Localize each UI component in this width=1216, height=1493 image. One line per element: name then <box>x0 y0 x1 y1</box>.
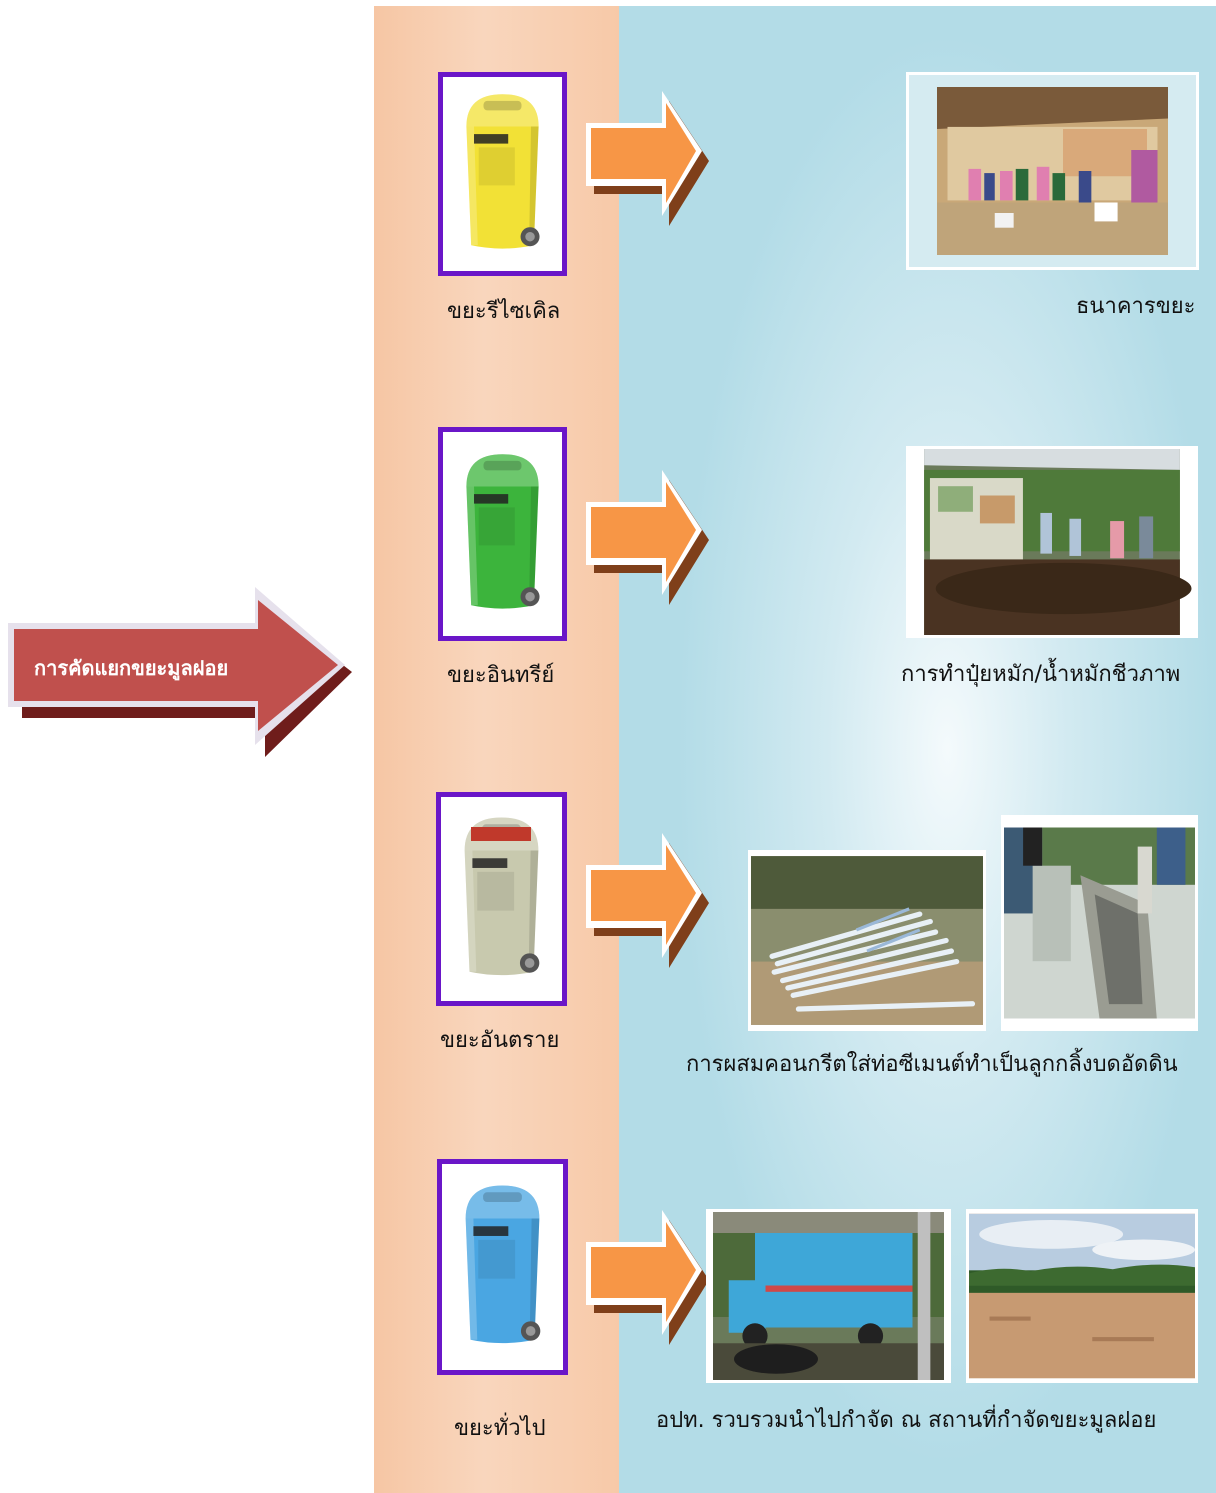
disposal-site-photo <box>966 1209 1198 1383</box>
flow-arrow-4 <box>586 1210 709 1345</box>
general-bin-frame <box>437 1159 568 1375</box>
flow-arrow-3 <box>586 833 709 968</box>
bin-label-general: ขยะทั่วไป <box>454 1416 546 1441</box>
recycle-bin-frame <box>438 72 567 276</box>
flow-arrow-1 <box>586 91 709 226</box>
organic-bin-frame <box>438 427 567 641</box>
result-label-concrete-roller: การผสมคอนกรีตใส่ท่อซีเมนต์ทำเป็นลูกกลิ้ง… <box>686 1052 1178 1077</box>
hazardous-bin-frame <box>436 792 567 1006</box>
recycle-bin-icon <box>466 94 540 249</box>
roller-mold-photo <box>1001 815 1198 1031</box>
waste-bank-photo <box>906 72 1199 270</box>
result-label-disposal: อปท. รวบรวมนำไปกำจัด ณ สถานที่กำจัดขยะมู… <box>656 1408 1157 1433</box>
flow-arrow-2 <box>586 470 709 605</box>
tubes-photo <box>748 850 986 1031</box>
bin-label-organic: ขยะอินทรีย์ <box>447 663 555 688</box>
result-label-compost: การทำปุ๋ยหมัก/น้ำหมักชีวภาพ <box>901 662 1181 687</box>
main-process-label: การคัดแยกขยะมูลฝอย <box>34 656 229 680</box>
compost-photo <box>906 446 1198 638</box>
leaf-bin-icon <box>466 454 540 609</box>
bin-label-hazardous: ขยะอันตราย <box>440 1028 560 1053</box>
trash-person-bin-icon <box>465 1185 541 1344</box>
skull-bin-icon <box>464 817 540 976</box>
main-arrow <box>8 587 352 757</box>
result-label-waste-bank: ธนาคารขยะ <box>1076 294 1196 319</box>
bin-label-recycle: ขยะรีไซเคิล <box>447 299 561 324</box>
garbage-truck-photo <box>706 1209 951 1383</box>
